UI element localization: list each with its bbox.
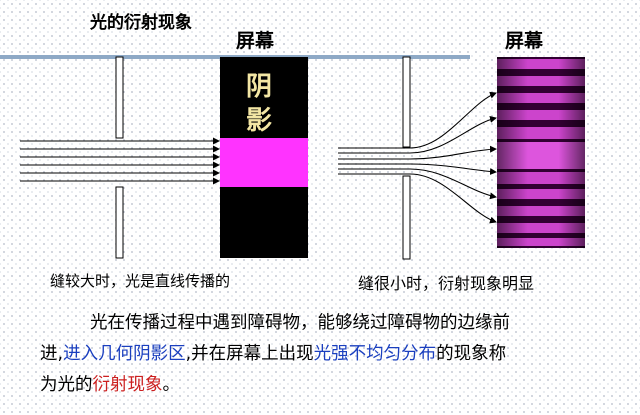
- left-barrier-lower: [115, 186, 124, 259]
- line2-mid: ,并在屏幕上出现: [185, 344, 314, 364]
- right-ray: [338, 145, 497, 160]
- caption-wide-slit: 缝较大时，光是直线传播的: [50, 272, 231, 290]
- right-fringe-screen: [497, 57, 585, 248]
- highlight-diffraction: 衍射现象: [92, 375, 163, 395]
- right-barrier-upper: [402, 56, 411, 148]
- shadow-char-2: 影: [246, 106, 273, 136]
- caption-narrow-slit: 缝很小时，衍射现象明显: [358, 274, 535, 293]
- line2-post: 的现象称: [436, 344, 507, 364]
- shadow-char-1: 阴: [246, 72, 273, 102]
- right-ray: [338, 163, 497, 176]
- highlight-uneven-intensity: 光强不均匀分布: [313, 344, 437, 364]
- slide-title: 光的衍射现象: [90, 13, 192, 33]
- right-ray: [338, 168, 497, 200]
- explanation-paragraph: 光在传播过程中遇到障碍物，能够绕过障碍物的边缘前 进,进入几何阴影区,并在屏幕上…: [40, 308, 630, 401]
- line2-pre: 进,: [40, 344, 64, 364]
- right-ray: [338, 115, 497, 154]
- left-screen-bright-band: [220, 138, 308, 187]
- paragraph-line-3: 为光的衍射现象。: [40, 370, 630, 401]
- highlight-geometric-shadow: 进入几何阴影区: [63, 344, 186, 364]
- paragraph-line-2: 进,进入几何阴影区,并在屏幕上出现光强不均匀分布的现象称: [40, 339, 630, 370]
- right-ray: [338, 173, 497, 224]
- right-ray: [338, 91, 497, 149]
- right-light-rays: [338, 91, 497, 224]
- right-screen-label: 屏幕: [505, 30, 544, 52]
- left-light-rays: [20, 137, 220, 185]
- left-screen-label: 屏幕: [236, 30, 275, 52]
- line3-post: 。: [162, 375, 181, 395]
- right-barrier-lower: [402, 175, 411, 260]
- left-barrier-upper: [115, 56, 124, 139]
- line3-pre: 为光的: [40, 375, 93, 395]
- paragraph-line-1: 光在传播过程中遇到障碍物，能够绕过障碍物的边缘前: [90, 313, 510, 333]
